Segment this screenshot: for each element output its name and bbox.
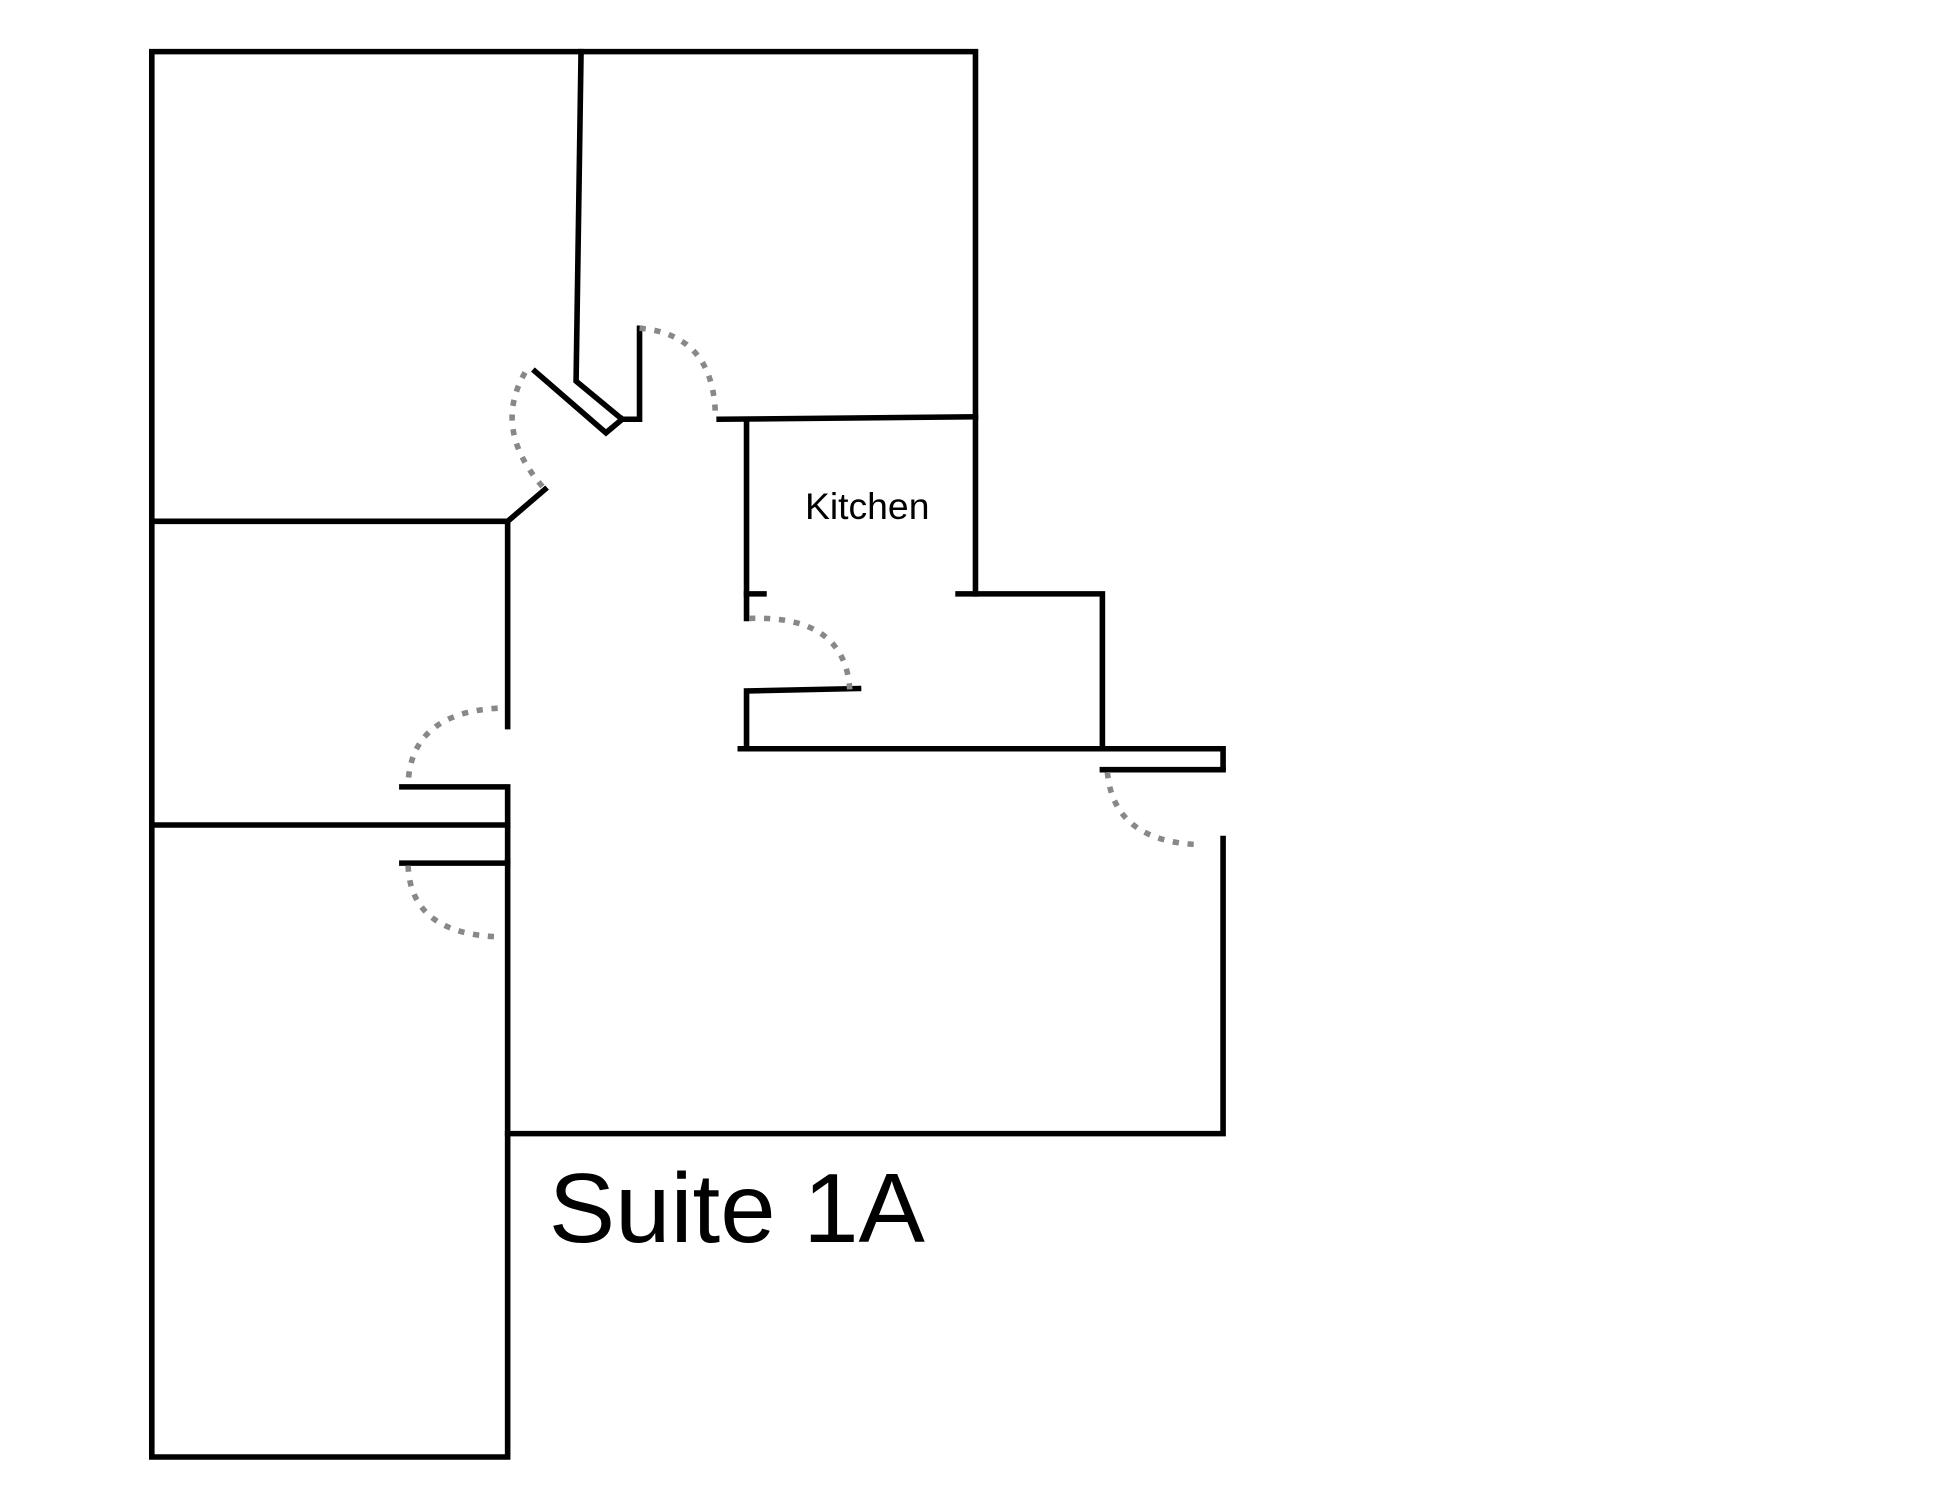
diagonal-door-jamb	[531, 367, 627, 437]
kitchen-lower-wall	[743, 685, 862, 752]
door-swing-lower-room	[405, 865, 501, 940]
kitchen-top-wall	[716, 414, 979, 423]
walls	[148, 48, 1226, 1460]
middle-room-top-wall	[148, 485, 549, 525]
entry-wall-top	[1099, 746, 1226, 770]
kitchen-right-wall	[955, 591, 1106, 752]
suite-right-bottom-wall	[504, 835, 1226, 1137]
suite-label: Suite 1A	[549, 1152, 925, 1262]
door-swing-middle-room	[405, 705, 498, 785]
kitchen-label: Kitchen	[805, 485, 929, 527]
door-swings	[405, 325, 1201, 940]
door-swing-entry	[1104, 771, 1201, 848]
outer-wall	[148, 48, 979, 1460]
middle-room-door-jamb	[399, 784, 511, 864]
door-swing-kitchen	[748, 615, 853, 692]
door-swing-upper-right	[639, 325, 719, 420]
divider-wall	[573, 48, 643, 423]
door-swing-upper-left	[509, 371, 548, 492]
